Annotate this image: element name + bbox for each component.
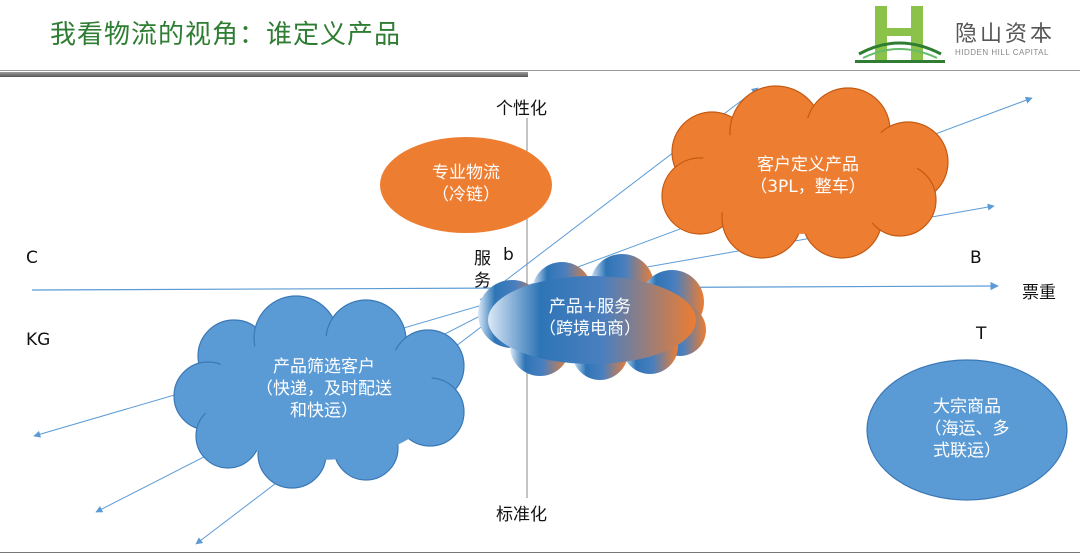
product-service-cloud: [478, 254, 706, 380]
product-service-line1: 产品+服务: [548, 297, 632, 317]
bulk-line2: （海运、多: [924, 419, 1010, 439]
product-filter-line2: （快递，及时配送: [256, 379, 392, 399]
axis-label-right: 票重: [1022, 283, 1056, 303]
footer-divider: [0, 552, 1080, 553]
professional-line1: 专业物流: [432, 163, 500, 183]
axis-label-kg: KG: [26, 330, 51, 350]
bulk-line3: 式联运）: [933, 441, 1001, 461]
axis-label-service-2: 务: [474, 271, 491, 291]
customer-defined-text: 客户定义产品 （3PL，整车）: [708, 154, 908, 198]
bulk-line1: 大宗商品: [933, 397, 1001, 417]
page-title: 我看物流的视角：谁定义产品: [50, 20, 402, 50]
professional-line2: （冷链）: [432, 185, 500, 205]
header-divider: [0, 70, 1080, 71]
product-filter-text: 产品筛选客户 （快递，及时配送 和快运）: [224, 356, 424, 422]
professional-logistics-text: 专业物流 （冷链）: [380, 162, 552, 206]
axis-label-b: B: [970, 248, 982, 268]
product-filter-line1: 产品筛选客户: [273, 357, 375, 377]
logo-chinese-name: 隐山资本: [955, 22, 1056, 47]
header-accent-bar: [0, 72, 528, 77]
customer-defined-line1: 客户定义产品: [757, 155, 859, 175]
product-filter-cloud: [173, 295, 465, 489]
axis-label-top: 个性化: [496, 99, 547, 119]
axis-label-service-1: 服: [474, 249, 491, 269]
bulk-commodity-ellipse: [866, 359, 1068, 501]
axis-label-c: C: [26, 248, 38, 268]
axis-label-b-small: b: [503, 245, 514, 265]
bulk-commodity-text: 大宗商品 （海运、多 式联运）: [890, 396, 1044, 462]
customer-defined-line2: （3PL，整车）: [750, 177, 866, 197]
customer-defined-cloud: [661, 85, 949, 259]
logo-english-name: HIDDEN HILL CAPITAL: [955, 48, 1049, 57]
logo-h-icon: [855, 6, 945, 63]
product-service-line2: （跨境电商）: [539, 319, 641, 339]
company-logo: 隐山资本 HIDDEN HILL CAPITAL: [855, 4, 1075, 66]
axis-label-t: T: [976, 324, 987, 344]
product-filter-line3: 和快运）: [290, 401, 358, 421]
product-service-text: 产品+服务 （跨境电商）: [500, 296, 680, 340]
axis-label-bottom: 标准化: [496, 505, 547, 525]
professional-logistics-ellipse: [380, 137, 552, 233]
